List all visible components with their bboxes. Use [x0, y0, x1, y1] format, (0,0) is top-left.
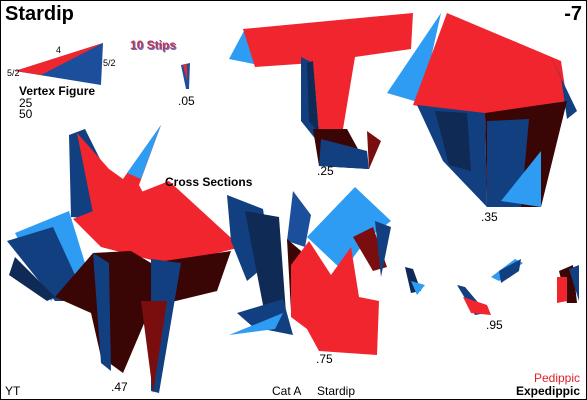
cross-section-95: [405, 259, 579, 315]
vertex-figure-value-2: 50: [19, 107, 33, 121]
vertex-edge-right-label: 5/2: [103, 58, 116, 68]
footer-category: Cat A: [272, 384, 302, 398]
footer-author: YT: [5, 384, 21, 398]
vertex-edge-left-label: 5/2: [7, 68, 20, 78]
cross-section-25: [229, 13, 413, 169]
section-label-75: .75: [316, 352, 333, 366]
section-label-35: .35: [481, 210, 498, 224]
vertex-edge-top-label: 4: [56, 45, 62, 55]
index-label: -7: [564, 3, 582, 25]
figure-title: Stardip: [5, 3, 74, 25]
expedippic-label: Expedippic: [515, 384, 580, 398]
cross-section-75: [227, 187, 391, 355]
stips-count: 10 Stips: [130, 38, 177, 52]
vertex-figure-value-1: 25: [19, 96, 33, 110]
vertex-figure-triangle: [15, 43, 103, 85]
section-label-05: .05: [178, 94, 195, 108]
cross-section-35: [387, 13, 577, 207]
section-label-95: .95: [486, 318, 503, 332]
pedippic-label: Pedippic: [533, 371, 580, 385]
footer-name: Stardip: [317, 384, 356, 398]
cross-sections-heading: Cross Sections: [165, 175, 253, 189]
section-label-25: .25: [317, 164, 334, 178]
cross-section-47: [7, 125, 241, 393]
cross-section-05: [181, 63, 190, 89]
section-label-47: .47: [111, 380, 128, 394]
vertex-figure-heading: Vertex Figure: [19, 84, 96, 98]
